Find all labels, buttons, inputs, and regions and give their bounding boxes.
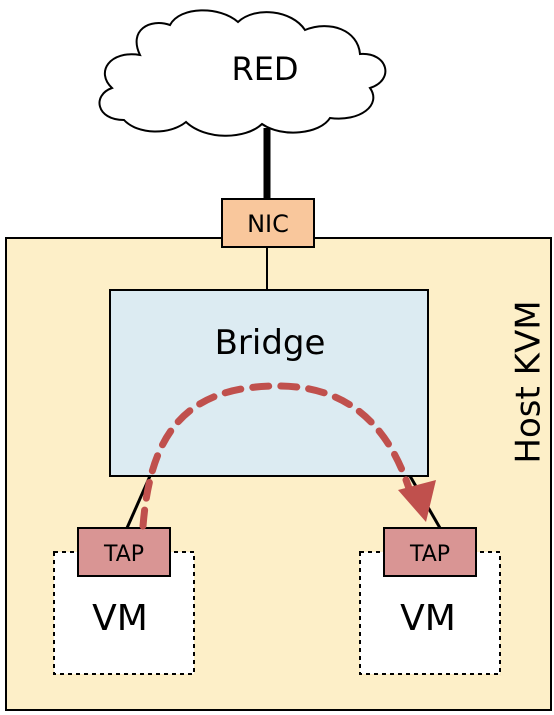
tap-left-box	[77, 527, 171, 577]
vm-right-label: VM	[400, 598, 456, 639]
nic-label: NIC	[247, 210, 289, 238]
vm-left: TAP VM	[53, 527, 195, 675]
tap-left-label: TAP	[103, 542, 144, 567]
cloud-icon	[98, 9, 387, 137]
vm-right: TAP VM	[359, 527, 501, 675]
nic-box	[221, 198, 315, 248]
cloud-network: RED	[98, 9, 387, 137]
bridge-label: Bridge	[215, 323, 326, 363]
cloud-label: RED	[231, 50, 298, 88]
host-kvm-label: Host KVM	[509, 300, 549, 463]
traffic-arrowhead	[398, 480, 436, 522]
tap-right-label: TAP	[409, 542, 450, 567]
vm-left-label: VM	[92, 598, 148, 639]
traffic-arrow	[139, 382, 416, 530]
tap-right-box	[383, 527, 477, 577]
